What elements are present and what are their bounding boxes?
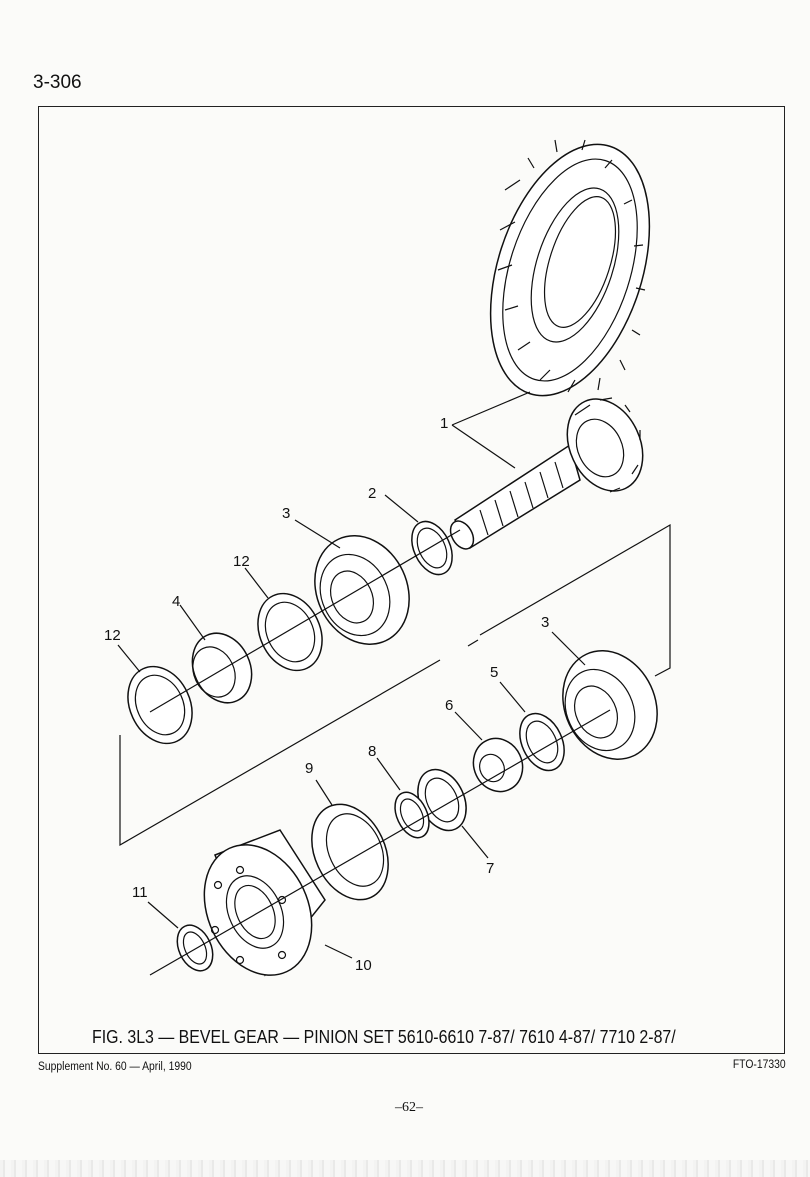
callout-9: 9: [305, 760, 313, 777]
callout-1: 1: [440, 415, 448, 432]
scan-noise-strip: [0, 1160, 810, 1177]
callout-11: 11: [132, 884, 148, 901]
callout-8: 8: [368, 743, 376, 760]
supplement-note: Supplement No. 60 — April, 1990: [38, 1061, 192, 1073]
callout-4: 4: [172, 593, 180, 610]
callout-12-upper: 12: [233, 553, 250, 570]
callout-6: 6: [445, 697, 453, 714]
ring-gear: [489, 139, 651, 397]
callout-12-lower: 12: [104, 627, 121, 644]
pinion-shaft: [449, 397, 644, 550]
callout-2: 2: [368, 485, 376, 502]
figure-caption: FIG. 3L3 — BEVEL GEAR — PINION SET 5610-…: [92, 1026, 676, 1047]
callout-3-upper: 3: [282, 505, 290, 522]
callout-10: 10: [355, 957, 372, 974]
flange-hub: [203, 829, 326, 977]
callout-3-lower: 3: [541, 614, 549, 631]
callout-7: 7: [486, 860, 494, 877]
page-number: 3-306: [33, 72, 82, 93]
figure-code: FTO-17330: [733, 1059, 786, 1071]
callout-5: 5: [490, 664, 498, 681]
figure-frame: [38, 106, 785, 1054]
footer-page-number: –62–: [395, 1100, 423, 1115]
